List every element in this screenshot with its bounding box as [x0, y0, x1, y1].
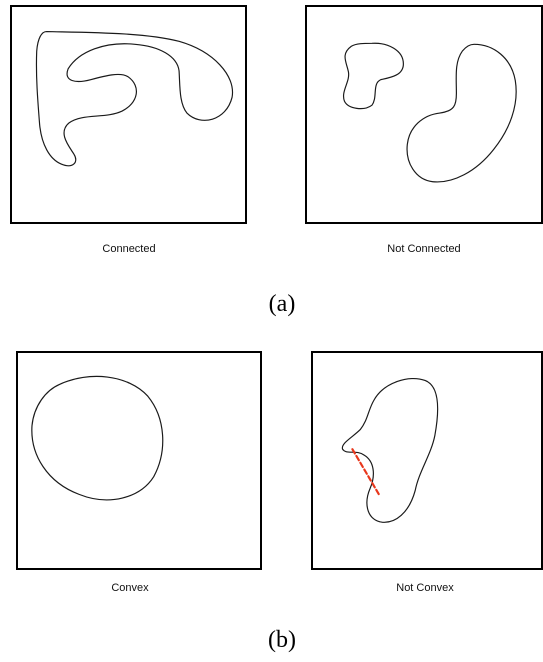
non-convex-region-outline [341, 377, 439, 523]
part-b-label: (b) [268, 627, 296, 653]
small-region-outline [343, 42, 404, 110]
not-convex-panel [311, 351, 543, 570]
convex-panel [16, 351, 262, 570]
convex-set-drawing [31, 375, 164, 501]
non-convex-segment-dashed [351, 448, 380, 496]
connected-caption: Connected [102, 243, 156, 255]
not-convex-caption: Not Convex [396, 582, 454, 594]
connected-region-outline [35, 30, 234, 167]
not-connected-caption: Not Connected [387, 243, 461, 255]
connected-set-drawing [35, 30, 234, 167]
connected-panel [10, 5, 247, 224]
large-region-outline [406, 43, 517, 183]
not-connected-set-drawing [343, 42, 517, 183]
convex-region-outline [31, 375, 164, 501]
not-connected-panel [305, 5, 543, 224]
part-a-label: (a) [268, 291, 296, 317]
not-convex-set-drawing [341, 377, 439, 523]
convex-caption: Convex [111, 582, 149, 594]
